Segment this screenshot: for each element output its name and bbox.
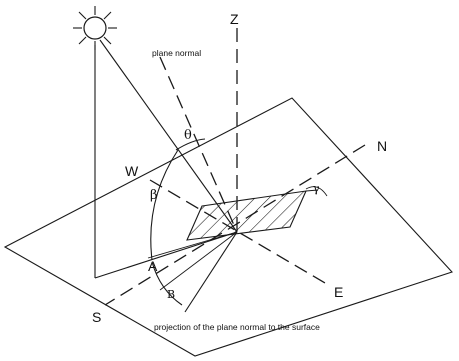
normal-projection-line	[184, 231, 238, 313]
plane-normal-label: plane normal	[152, 48, 201, 58]
gamma-label: γ	[313, 182, 320, 195]
ground-plane	[3, 97, 453, 357]
gamma-arc	[305, 186, 328, 197]
beta-arc	[150, 149, 179, 261]
tilted-surface	[186, 190, 307, 241]
south-label: S	[92, 309, 101, 325]
sun-ray	[99, 39, 238, 233]
azimuth-label: A	[148, 258, 158, 274]
beta-upper-label: β	[150, 188, 158, 203]
projection-label: projection of the plane normal to the su…	[154, 322, 320, 332]
theta-arc	[175, 138, 206, 151]
azimuth-arc	[151, 261, 183, 306]
ground-ray-1	[147, 231, 238, 259]
west-label: W	[125, 163, 139, 179]
sun-ground-projection	[94, 231, 238, 279]
west-east-axis	[149, 179, 326, 284]
zenith-label: Z	[230, 11, 239, 27]
ground-ray-2	[159, 231, 238, 291]
surface-edge	[305, 189, 319, 192]
sun-icon	[73, 6, 117, 50]
east-label: E	[334, 284, 343, 300]
theta-label: θ	[184, 128, 192, 143]
beta-lower-label: B	[167, 288, 175, 301]
north-label: N	[377, 138, 387, 154]
